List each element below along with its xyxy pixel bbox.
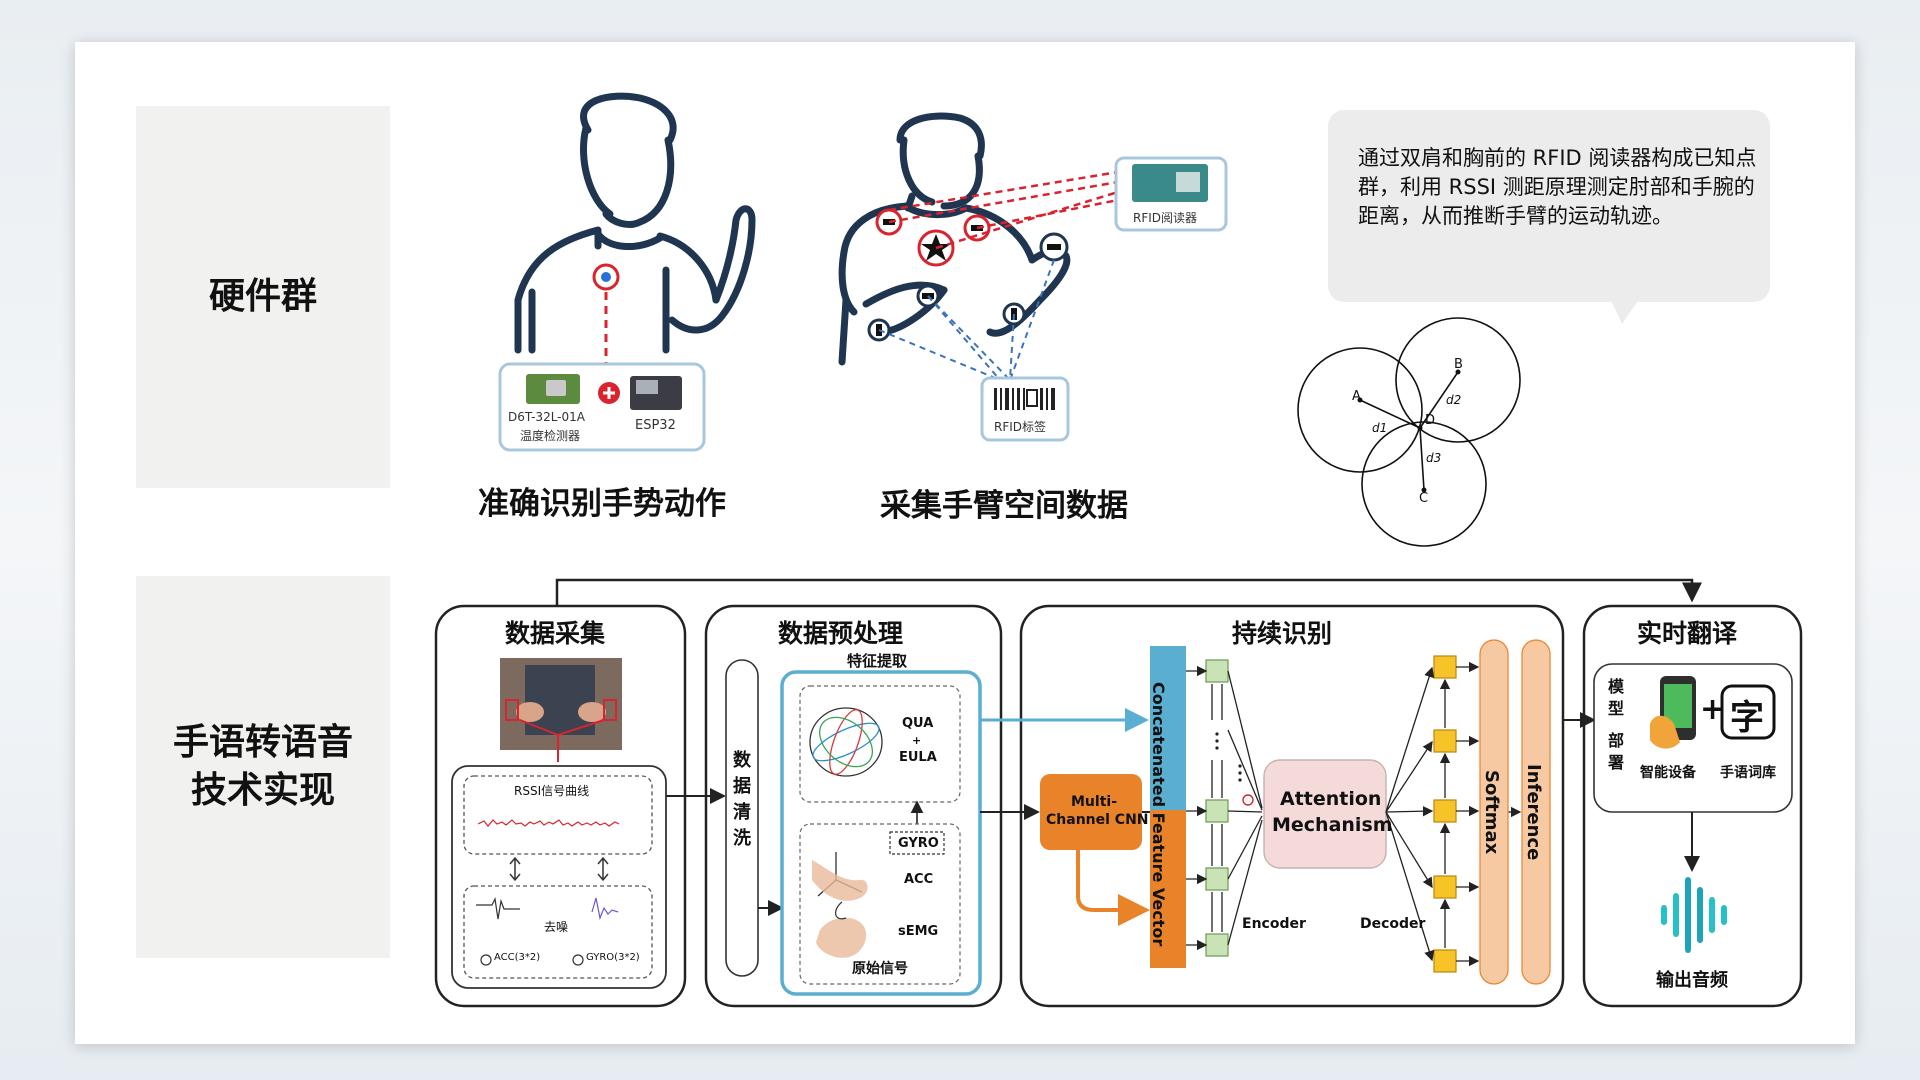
audio-label: 输出音频 <box>1656 970 1728 991</box>
callout-tail <box>1610 298 1640 324</box>
smartphone-icon <box>1650 676 1696 749</box>
encoder-nodes <box>1205 659 1229 957</box>
point-a: A <box>1352 389 1361 404</box>
clean-bar <box>725 659 759 977</box>
rssi-waveform <box>477 819 620 827</box>
translate-plus: + <box>1700 692 1726 727</box>
clean-label: 数据清洗 <box>733 750 751 849</box>
sum-icon <box>1242 794 1254 806</box>
arm-gesture-icon <box>812 860 868 901</box>
attention-label-line1: Attention <box>1280 788 1382 810</box>
rssi-label: RSSI信号曲线 <box>514 784 590 798</box>
tech-label-line2: 技术实现 <box>190 770 335 811</box>
bidirectional-arrows <box>509 856 609 882</box>
rfid-tag-label: RFID标签 <box>994 420 1047 434</box>
gyro-label: GYRO(3*2) <box>586 952 640 963</box>
point-c: C <box>1419 491 1428 506</box>
qua-label: QUA <box>902 716 934 731</box>
sensor1-label-line2: 温度检测器 <box>520 429 581 443</box>
label-d3: d3 <box>1426 451 1441 465</box>
callout-bubble <box>1328 110 1770 302</box>
gyro-icon <box>572 954 584 966</box>
callout-text: 通过双肩和胸前的 RFID 阅读器构成已知点群，利用 RSSI 测距原理测定肘部… <box>1358 146 1757 228</box>
semg-label: sEMG <box>898 924 939 939</box>
acc-icon <box>480 954 492 966</box>
label-d2: d2 <box>1446 393 1461 407</box>
translate-title: 实时翻译 <box>1637 619 1738 648</box>
sensor2-label: ESP32 <box>635 418 676 433</box>
attention-label-line2: Mechanism <box>1272 814 1393 836</box>
hand-gesture-icon <box>816 917 867 958</box>
eula-label: EULA <box>899 750 937 765</box>
softmax-label: Softmax <box>1481 770 1502 855</box>
lexicon-label: 手语词库 <box>1720 765 1776 781</box>
rfid-reader-label: RFID阅读器 <box>1133 211 1198 225</box>
hardware-label-box: 硬件群 <box>136 106 390 488</box>
qua-plus: + <box>912 734 922 747</box>
denoise-label: 去噪 <box>544 920 569 934</box>
encoder-label: Encoder <box>1242 916 1306 932</box>
collect-title: 数据采集 <box>505 619 606 648</box>
audio-wave-icon <box>1661 877 1727 953</box>
decoder-label: Decoder <box>1360 916 1426 932</box>
caption-arm-data: 采集手臂空间数据 <box>880 488 1128 524</box>
gyro-box-label: GYRO <box>898 836 939 851</box>
inference-label: Inference <box>1523 764 1544 861</box>
caption-gesture: 准确识别手势动作 <box>478 486 726 522</box>
cnn-box <box>1040 774 1142 850</box>
point-d: D <box>1425 413 1435 428</box>
device-label: 智能设备 <box>1640 765 1696 781</box>
sensor1-label-line1: D6T-32L-01A <box>508 410 585 424</box>
acc-label: ACC(3*2) <box>494 952 541 963</box>
feature-label: 特征提取 <box>847 652 908 670</box>
inference-bar <box>1521 639 1551 985</box>
cnn-label-line1: Multi- <box>1071 794 1117 810</box>
tech-label-box: 手语转语音 技术实现 <box>136 576 390 958</box>
orientation-sphere-icon <box>809 707 883 777</box>
cnn-label-line2: Channel CNN <box>1046 812 1149 828</box>
point-b: B <box>1454 357 1463 372</box>
deploy-label: 模型部署 <box>1607 677 1624 772</box>
barcode-icon <box>994 388 1055 410</box>
char-icon <box>1720 684 1776 740</box>
char-glyph: 字 <box>1730 698 1764 738</box>
acc-box-label: ACC <box>904 872 934 887</box>
hardware-label: 硬件群 <box>208 276 317 317</box>
person-gesture-icon <box>514 92 756 354</box>
tech-label-line1: 手语转语音 <box>172 722 353 763</box>
preprocess-title: 数据预处理 <box>778 619 904 648</box>
raw-signal-label: 原始信号 <box>852 961 908 977</box>
softmax-bar <box>1479 639 1509 985</box>
trilateration-diagram <box>1297 317 1521 547</box>
recognize-title: 持续识别 <box>1232 619 1333 648</box>
concat-label: Concatenated Feature Vector <box>1149 682 1168 947</box>
label-d1: d1 <box>1372 421 1387 435</box>
